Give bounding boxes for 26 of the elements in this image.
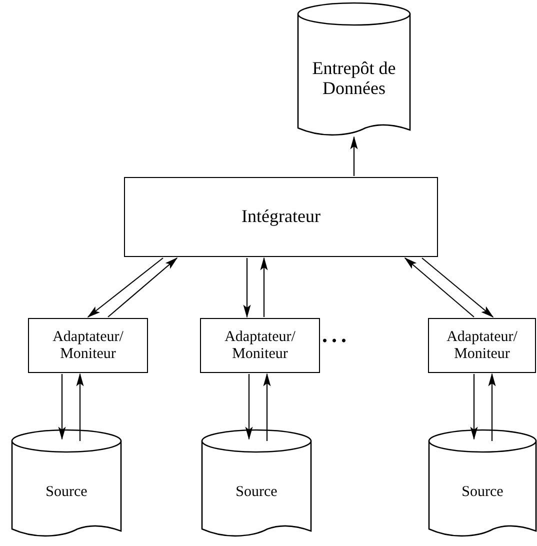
node-label: Adaptateur/ Moniteur — [224, 329, 296, 362]
node-label: Adaptateur/ Moniteur — [52, 329, 124, 362]
arrow — [422, 258, 494, 318]
arrow — [245, 374, 253, 440]
process-box — [28, 318, 148, 373]
arrow — [470, 374, 478, 440]
arrow — [263, 373, 271, 441]
node-label: Source — [236, 484, 278, 501]
arrow — [350, 136, 358, 176]
node-label: Intégrateur — [242, 207, 320, 227]
arrow — [76, 373, 84, 441]
arrow — [58, 374, 66, 440]
node-label: Adaptateur/ Moniteur — [446, 329, 518, 362]
arrow — [108, 257, 178, 318]
node-label: Source — [462, 484, 504, 501]
process-box — [428, 318, 536, 373]
node-label: Entrepôt de Données — [311, 58, 397, 98]
process-box — [200, 318, 320, 373]
ellipsis-label: ... — [322, 322, 350, 348]
arrow — [488, 373, 496, 441]
node-label: Source — [46, 484, 88, 501]
arrow — [87, 258, 164, 318]
process-box — [124, 177, 438, 257]
arrow — [243, 258, 251, 318]
arrow — [404, 257, 474, 318]
arrow — [260, 257, 268, 317]
